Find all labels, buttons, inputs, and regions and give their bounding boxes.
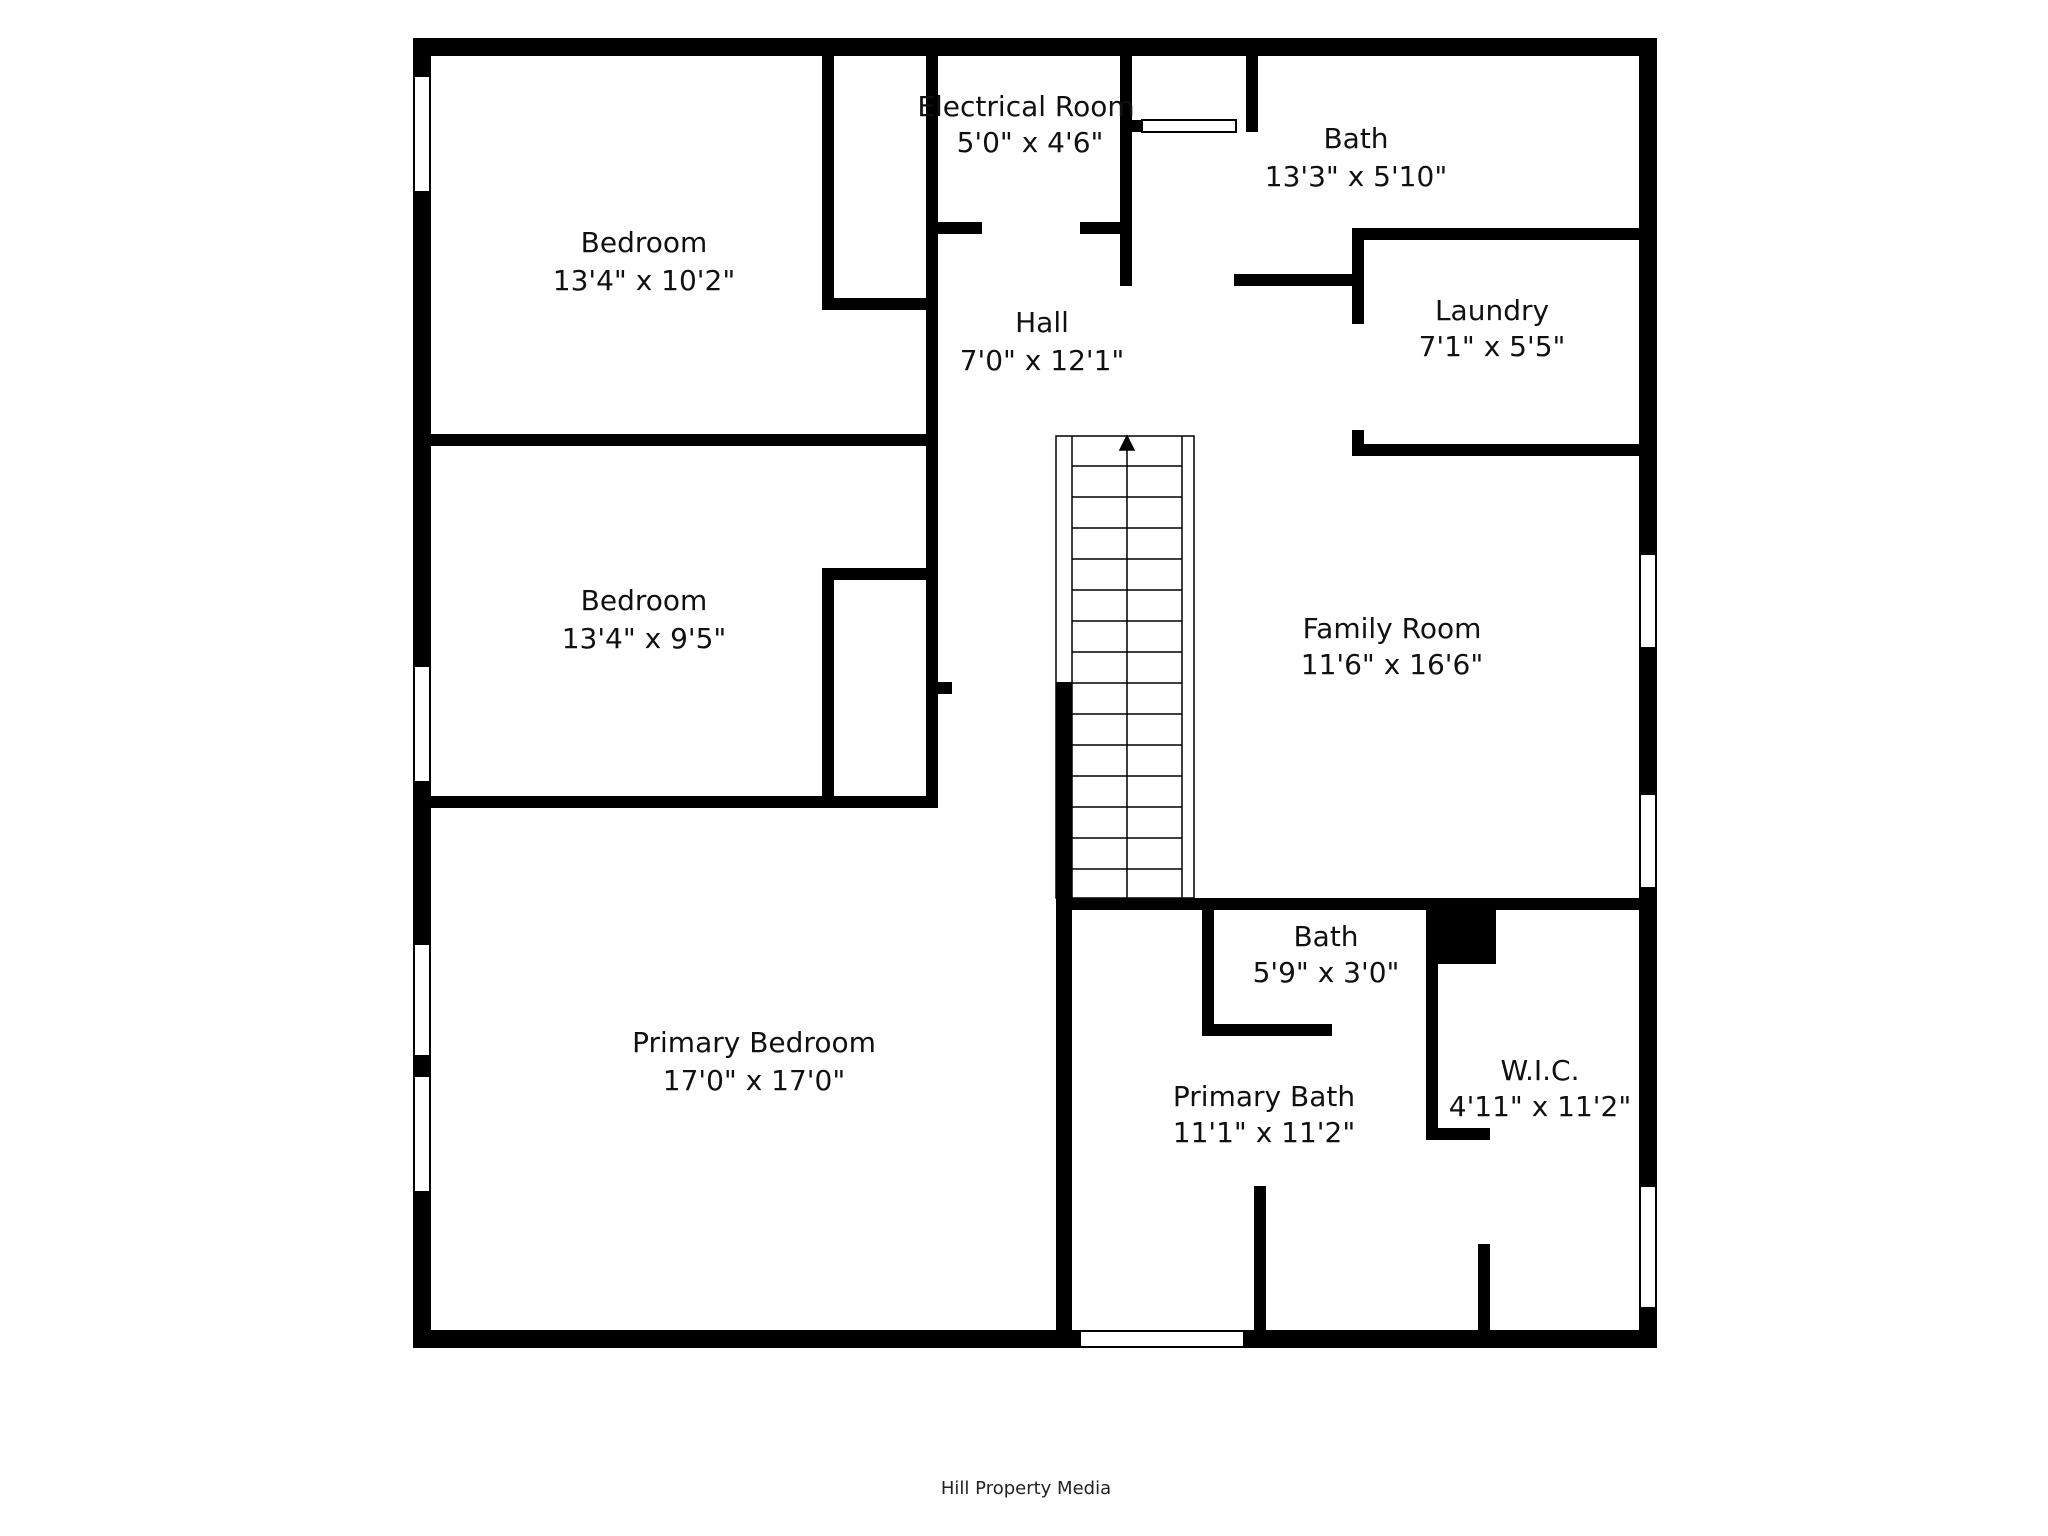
- wic-south-stub: [1426, 1128, 1490, 1140]
- room-name-wic: W.I.C.: [1501, 1054, 1580, 1087]
- wic-west-wall: [1426, 1028, 1438, 1138]
- exterior-wall-bottom: [413, 1330, 1657, 1348]
- primary-bath-partition: [1254, 1186, 1266, 1348]
- small-bath-west-wall: [1202, 910, 1214, 1034]
- windows: [413, 75, 1657, 1348]
- exterior-wall-right: [1639, 38, 1657, 1348]
- bedroom-divider-wall: [431, 434, 938, 446]
- electrical-south-wall-b: [1080, 222, 1128, 234]
- room-name-laundry: Laundry: [1435, 294, 1549, 327]
- room-dims-bath-upper: 13'3" x 5'10": [1265, 160, 1447, 193]
- room-dims-hall: 7'0" x 12'1": [960, 344, 1125, 377]
- family-room-south-wall: [1072, 898, 1657, 910]
- window-primary-bath-south: [1079, 1330, 1245, 1348]
- room-dims-bedroom-2: 13'4" x 9'5": [562, 622, 727, 655]
- room-name-primary-bedroom: Primary Bedroom: [632, 1026, 876, 1059]
- closet-wall-1: [822, 56, 834, 308]
- room-name-electrical-room: Electrical Room: [917, 90, 1134, 123]
- window-bedroom1-west: [413, 75, 431, 193]
- stair-outline: [1055, 435, 1195, 899]
- room-name-bedroom-1: Bedroom: [581, 226, 708, 259]
- bath-linen-wall: [1246, 56, 1258, 132]
- room-dims-bedroom-1: 13'4" x 10'2": [553, 264, 735, 297]
- hall-stub-wall: [938, 682, 952, 694]
- room-name-primary-bath: Primary Bath: [1173, 1080, 1355, 1113]
- laundry-north-wall: [1352, 228, 1657, 240]
- bedroom2-south-wall: [431, 796, 938, 808]
- window-bedroom2-west: [413, 665, 431, 783]
- window-primary-west-1: [413, 943, 431, 1057]
- bath-south-wall: [1234, 274, 1364, 286]
- wic-door-jamb: [1478, 1244, 1490, 1348]
- room-name-hall: Hall: [1015, 306, 1069, 339]
- room-dims-family-room: 11'6" x 16'6": [1301, 648, 1483, 681]
- closet-wall-2: [822, 298, 936, 310]
- exterior-wall-top: [413, 38, 1657, 56]
- bath-skylight-opening: [1141, 119, 1237, 133]
- room-name-bath-small: Bath: [1293, 920, 1358, 953]
- mechanical-chase: [1426, 910, 1496, 964]
- room-name-bedroom-2: Bedroom: [581, 584, 708, 617]
- staircase: [1055, 434, 1195, 899]
- electrical-east-wall: [1120, 56, 1132, 286]
- closet-wall-3: [822, 568, 938, 580]
- room-name-family-room: Family Room: [1303, 612, 1482, 645]
- room-dims-primary-bedroom: 17'0" x 17'0": [663, 1064, 845, 1097]
- hall-west-wall: [926, 56, 938, 596]
- room-dims-bath-small: 5'9" x 3'0": [1253, 956, 1400, 989]
- room-dims-primary-bath: 11'1" x 11'2": [1173, 1116, 1355, 1149]
- window-family-east-2: [1639, 793, 1657, 889]
- room-dims-wic: 4'11" x 11'2": [1449, 1090, 1631, 1123]
- electrical-south-wall-a: [938, 222, 982, 234]
- window-primary-west-2: [413, 1075, 431, 1193]
- closet-wall-5: [926, 560, 938, 808]
- room-labels: Bedroom 13'4" x 10'2" Electrical Room 5'…: [553, 90, 1631, 1149]
- stair-up-arrow: [1118, 434, 1136, 451]
- stair-west-wall: [1056, 682, 1072, 1348]
- room-name-bath-upper: Bath: [1323, 122, 1388, 155]
- footer-credit: Hill Property Media: [941, 1478, 1111, 1499]
- small-bath-south-wall: [1202, 1024, 1332, 1036]
- room-dims-electrical-room: 5'0" x 4'6": [957, 126, 1104, 159]
- window-wic-east: [1639, 1185, 1657, 1309]
- laundry-west-wall-a: [1352, 228, 1364, 324]
- laundry-south-wall: [1352, 444, 1657, 456]
- closet-wall-4: [822, 568, 834, 808]
- window-family-east-1: [1639, 553, 1657, 649]
- room-dims-laundry: 7'1" x 5'5": [1419, 330, 1566, 363]
